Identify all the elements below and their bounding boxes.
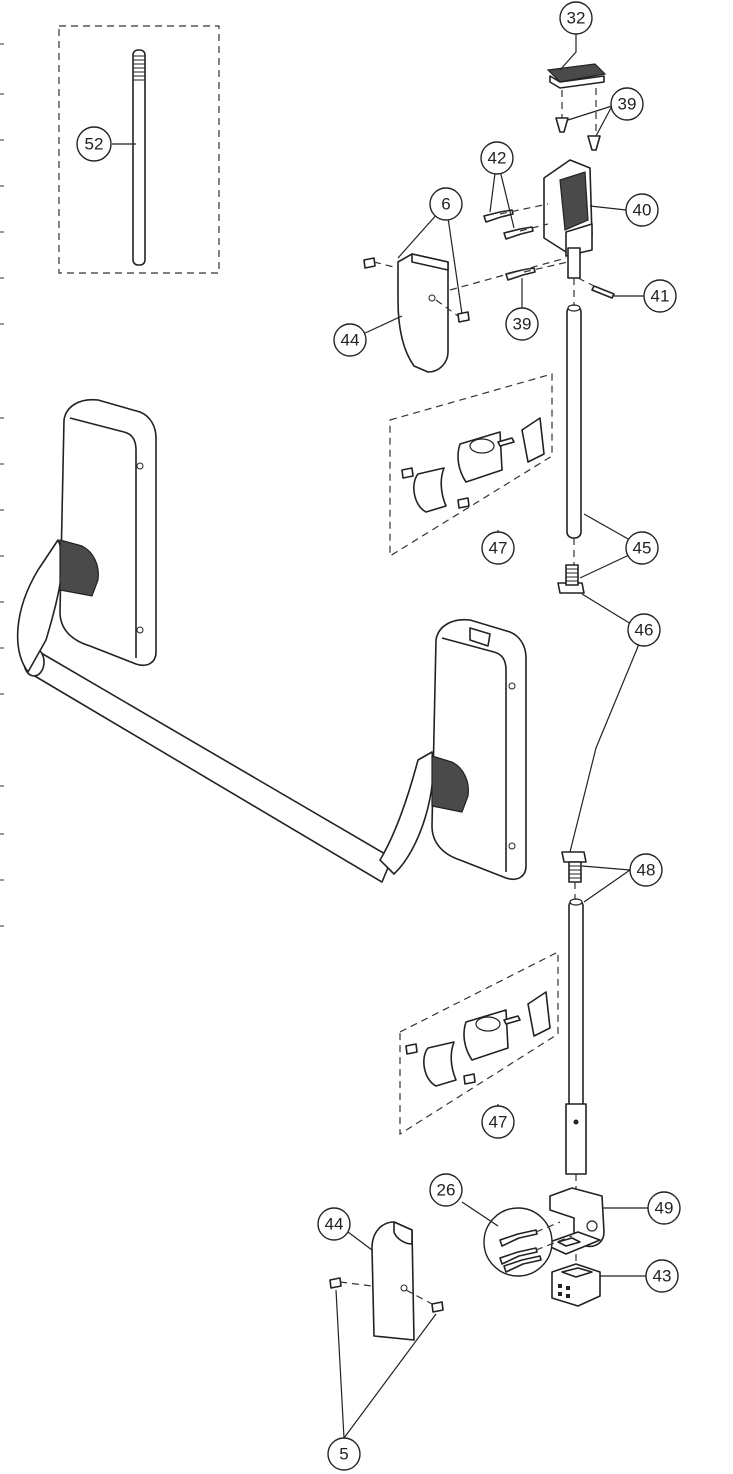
threaded-stud-46 xyxy=(557,564,585,594)
upper-rod-45 xyxy=(566,278,582,565)
latch-mechanism-40 xyxy=(543,159,593,279)
svg-text:6: 6 xyxy=(441,195,450,214)
callout-45: 45 xyxy=(625,531,659,565)
callout-26: 26 xyxy=(429,1173,463,1207)
svg-text:43: 43 xyxy=(653,1267,672,1286)
end-case-right xyxy=(431,618,527,881)
latch-plate-32 xyxy=(546,63,607,135)
cover-44-lower xyxy=(329,1221,444,1341)
callout-41: 41 xyxy=(643,279,677,313)
callout-6: 6 xyxy=(429,187,463,221)
rod-guide-47-upper xyxy=(389,373,553,558)
svg-text:39: 39 xyxy=(513,315,532,334)
margin-ticks xyxy=(0,43,4,927)
callout-46: 46 xyxy=(627,613,661,647)
cover-44-upper xyxy=(363,253,567,373)
screw-39-mid xyxy=(505,261,569,281)
screws-42 xyxy=(483,203,549,240)
lower-rod xyxy=(565,898,587,1192)
svg-text:47: 47 xyxy=(489,1113,508,1132)
floor-strike-43 xyxy=(551,1254,601,1307)
rod-52 xyxy=(58,25,220,274)
callout-42: 42 xyxy=(480,141,514,175)
screws-26 xyxy=(483,1207,573,1277)
svg-text:40: 40 xyxy=(633,201,652,220)
bottom-bracket-49 xyxy=(543,1187,605,1255)
svg-text:49: 49 xyxy=(655,1199,674,1218)
svg-text:32: 32 xyxy=(567,9,586,28)
svg-text:5: 5 xyxy=(339,1445,348,1464)
end-case-left xyxy=(59,398,157,667)
svg-text:39: 39 xyxy=(618,95,637,114)
callout-43: 43 xyxy=(645,1259,679,1293)
callout-39-top: 39 xyxy=(610,87,644,121)
screws-39-top xyxy=(555,117,601,151)
callout-49: 49 xyxy=(647,1191,681,1225)
callout-44-lower: 44 xyxy=(317,1207,351,1241)
callout-32: 32 xyxy=(559,1,593,35)
svg-text:41: 41 xyxy=(651,287,670,306)
svg-text:48: 48 xyxy=(637,861,656,880)
svg-text:47: 47 xyxy=(489,539,508,558)
panic-bar xyxy=(16,539,434,883)
callout-39-mid: 39 xyxy=(505,307,539,341)
threaded-stud-48 xyxy=(561,851,587,900)
svg-text:45: 45 xyxy=(633,539,652,558)
callout-40: 40 xyxy=(625,193,659,227)
callout-47-upper: 47 xyxy=(481,531,515,565)
pin-41 xyxy=(577,277,615,299)
callout-52: 52 xyxy=(76,126,112,162)
svg-text:46: 46 xyxy=(635,621,654,640)
rod-guide-47-lower xyxy=(399,951,559,1136)
svg-text:44: 44 xyxy=(341,331,360,350)
svg-text:42: 42 xyxy=(488,149,507,168)
callout-47-lower: 47 xyxy=(481,1105,515,1139)
svg-text:44: 44 xyxy=(325,1215,344,1234)
callout-48: 48 xyxy=(629,853,663,887)
callout-5: 5 xyxy=(327,1437,361,1471)
svg-text:52: 52 xyxy=(85,135,104,154)
svg-text:26: 26 xyxy=(437,1181,456,1200)
callout-44-upper: 44 xyxy=(333,323,367,357)
